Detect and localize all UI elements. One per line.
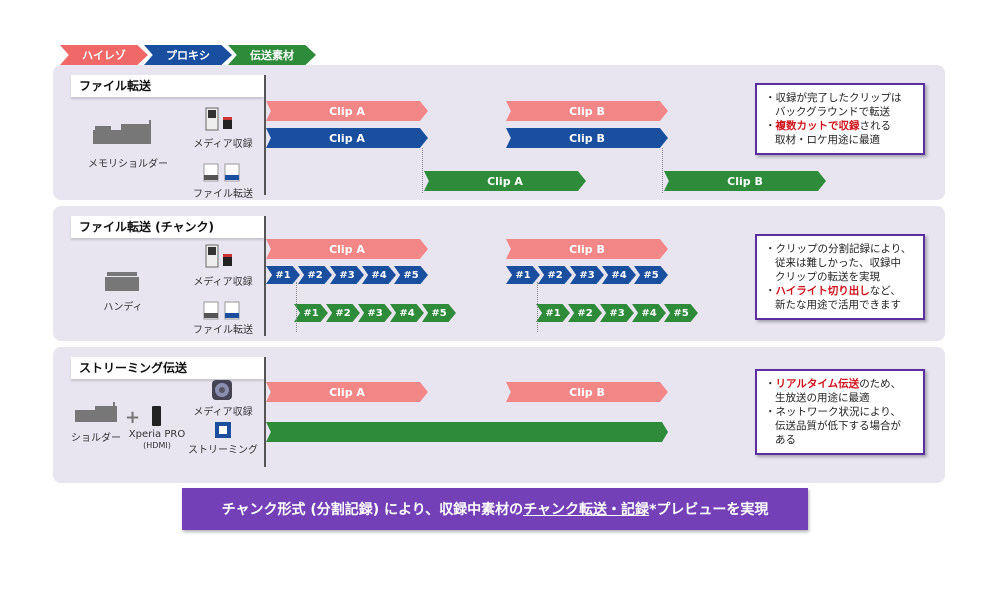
media-card-icon [205,107,232,131]
chunk-proxy: #1 [266,266,300,284]
chunk-proxy: #3 [570,266,604,284]
bar-transfer-clip-a: Clip A [424,171,586,191]
device-label: ハンディ [103,302,143,313]
media-disc-icon [212,380,232,400]
note-line: ある [775,434,796,446]
chunk-transfer: #2 [568,304,602,322]
note-box: ・収録が完了したクリップは バックグラウンドで転送 ・複数カットで収録される 取… [755,83,925,155]
section-file-transfer: ファイル転送 メモリショルダー メディア収録 ファイル転送 Clip A Cli… [53,65,945,200]
chunk-transfer: #3 [600,304,634,322]
note-line: ・収録が完了したクリップは [765,92,902,104]
bar-proxy-clip-a: Clip A [266,128,428,148]
section-title: ファイル転送 (チャンク) [71,216,264,238]
shoulder-camera-icon [93,120,151,144]
chunk-transfer: #5 [422,304,456,322]
summary-banner: チャンク形式 (分割記録) により、収録中素材のチャンク転送・記録*プレビューを… [182,488,808,530]
dash-line [296,282,297,332]
section-title: ストリーミング伝送 [71,357,264,379]
bar-hires-clip-a: Clip A [266,382,428,402]
chunk-proxy: #2 [538,266,572,284]
chunk-proxy: #2 [298,266,332,284]
dash-line [422,148,423,193]
bar-proxy-clip-b: Clip B [506,128,668,148]
legend: ハイレゾ プロキシ 伝送素材 [60,45,316,65]
media-card-icon [205,244,232,268]
row-label-media: メディア収録 [193,139,253,150]
plus-icon: + [125,407,141,428]
note-line: 取材・ロケ用途に最適 [775,134,880,146]
banner-text: *プレビューを実現 [649,502,769,518]
bar-hires-clip-a: Clip A [266,101,428,121]
note-line: ・クリップの分割記録により、 [765,243,912,255]
chunk-transfer: #3 [358,304,392,322]
device-label: ショルダー [71,433,121,444]
bar-hires-clip-b: Clip B [506,101,668,121]
note-line: 伝送品質が低下する場合が [775,420,901,432]
smartphone-icon [152,406,161,426]
chunk-proxy: #4 [362,266,396,284]
chunk-transfer: #1 [294,304,328,322]
dash-line [537,282,538,332]
chunk-transfer: #2 [326,304,360,322]
chunk-transfer: #5 [664,304,698,322]
bar-hires-clip-b: Clip B [506,382,668,402]
chunk-transfer: #1 [536,304,570,322]
bar-streaming [266,422,668,442]
row-label-transfer: ファイル転送 [193,189,253,200]
note-box: ・リアルタイム伝送のため、 生放送の用途に最適 ・ネットワーク状況により、 伝送… [755,369,925,455]
device-label: メモリショルダー [88,159,168,170]
bar-transfer-clip-b: Clip B [664,171,826,191]
note-line: バックグラウンドで転送 [775,106,891,118]
device2-label: Xperia PRO [128,429,186,440]
file-icons [203,301,240,320]
section-streaming: ストリーミング伝送 + ショルダー Xperia PRO (HDMI) メディア… [53,347,945,483]
legend-proxy: プロキシ [144,45,232,65]
note-line: 生放送の用途に最適 [775,392,870,404]
chunk-transfer: #4 [390,304,424,322]
note-line: ・リアルタイム伝送のため、 [765,378,902,390]
section-chunk-transfer: ファイル転送 (チャンク) ハンディ メディア収録 ファイル転送 Clip A … [53,206,945,341]
bar-hires-clip-a: Clip A [266,239,428,259]
timeline-axis [264,216,266,336]
timeline-axis [264,357,266,467]
note-line: クリップの転送を実現 [775,271,880,283]
banner-underlined: チャンク転送・記録 [523,502,650,518]
note-line: ・ハイライト切り出しなど、 [765,285,901,297]
chunk-transfer: #4 [632,304,666,322]
dash-line [662,148,663,193]
row-label-media: メディア収録 [193,407,253,418]
timeline-axis [264,75,266,195]
chunk-proxy: #3 [330,266,364,284]
legend-transfer: 伝送素材 [228,45,316,65]
row-label-media: メディア収録 [193,277,253,288]
handy-camera-icon [105,272,139,291]
note-line: ・ネットワーク状況により、 [765,406,901,418]
chunk-proxy: #5 [634,266,668,284]
device2-sublabel: (HDMI) [143,441,171,450]
banner-text: チャンク形式 (分割記録) により、収録中素材の [221,502,524,518]
note-line: ・複数カットで収録される [765,120,891,132]
chunk-proxy: #1 [506,266,540,284]
note-box: ・クリップの分割記録により、 従来は難しかった、収録中 クリップの転送を実現 ・… [755,234,925,320]
legend-hires: ハイレゾ [60,45,148,65]
section-title: ファイル転送 [71,75,264,97]
note-line: 従来は難しかった、収録中 [775,257,901,269]
file-icons [203,163,240,182]
chunk-proxy: #4 [602,266,636,284]
chunk-proxy: #5 [394,266,428,284]
bar-hires-clip-b: Clip B [506,239,668,259]
chip-icon [215,422,231,438]
note-line: 新たな用途で活用できます [775,299,901,311]
row-label-streaming: ストリーミング [188,445,258,456]
row-label-transfer: ファイル転送 [193,325,253,336]
shoulder-camera-icon [75,402,117,422]
